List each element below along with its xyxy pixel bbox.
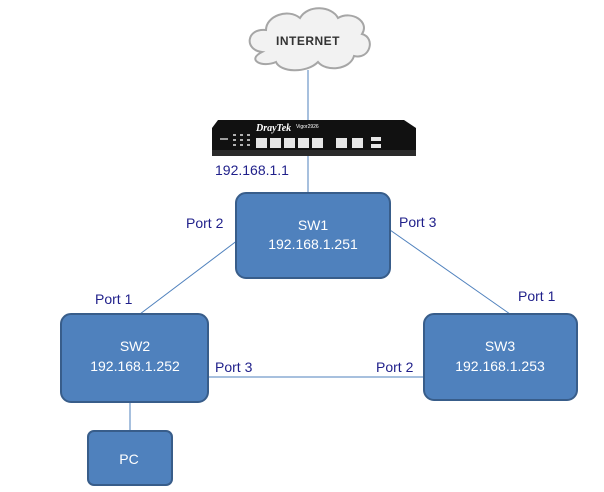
port-label-sw2-right: Port 3 — [215, 359, 253, 375]
pc-name: PC — [119, 451, 138, 467]
switch-sw1: SW1 192.168.1.251 — [235, 192, 391, 279]
sw1-name: SW1 — [298, 217, 329, 233]
router-brand: DrayTek — [255, 123, 291, 134]
switch-sw2: SW2 192.168.1.252 — [60, 313, 209, 403]
internet-cloud: INTERNET — [248, 7, 371, 72]
port-label-sw3-top: Port 1 — [518, 288, 556, 304]
pc-node: PC — [87, 430, 173, 486]
sw3-ip: 192.168.1.253 — [455, 358, 545, 374]
port-label-sw1-right: Port 3 — [399, 214, 437, 230]
ethernet-ports-icon — [256, 138, 363, 148]
port-label-sw1-left: Port 2 — [186, 215, 224, 231]
sw1-ip: 192.168.1.251 — [268, 236, 358, 252]
port-label-sw3-left: Port 2 — [376, 359, 414, 375]
sw3-name: SW3 — [485, 338, 516, 354]
router-device: DrayTek Vigor2926 — [212, 120, 416, 156]
sw2-name: SW2 — [120, 338, 151, 354]
router-ip: 192.168.1.1 — [215, 162, 289, 178]
router-model: Vigor2926 — [296, 124, 319, 130]
internet-label: INTERNET — [276, 34, 340, 48]
link-sw1-sw2 — [139, 239, 239, 315]
usb-ports-icon — [371, 137, 381, 148]
sw2-ip: 192.168.1.252 — [90, 358, 180, 374]
port-label-sw2-top: Port 1 — [95, 291, 133, 307]
link-sw1-sw3 — [389, 229, 511, 315]
led-icon — [220, 138, 228, 140]
switch-sw3: SW3 192.168.1.253 — [423, 313, 578, 401]
